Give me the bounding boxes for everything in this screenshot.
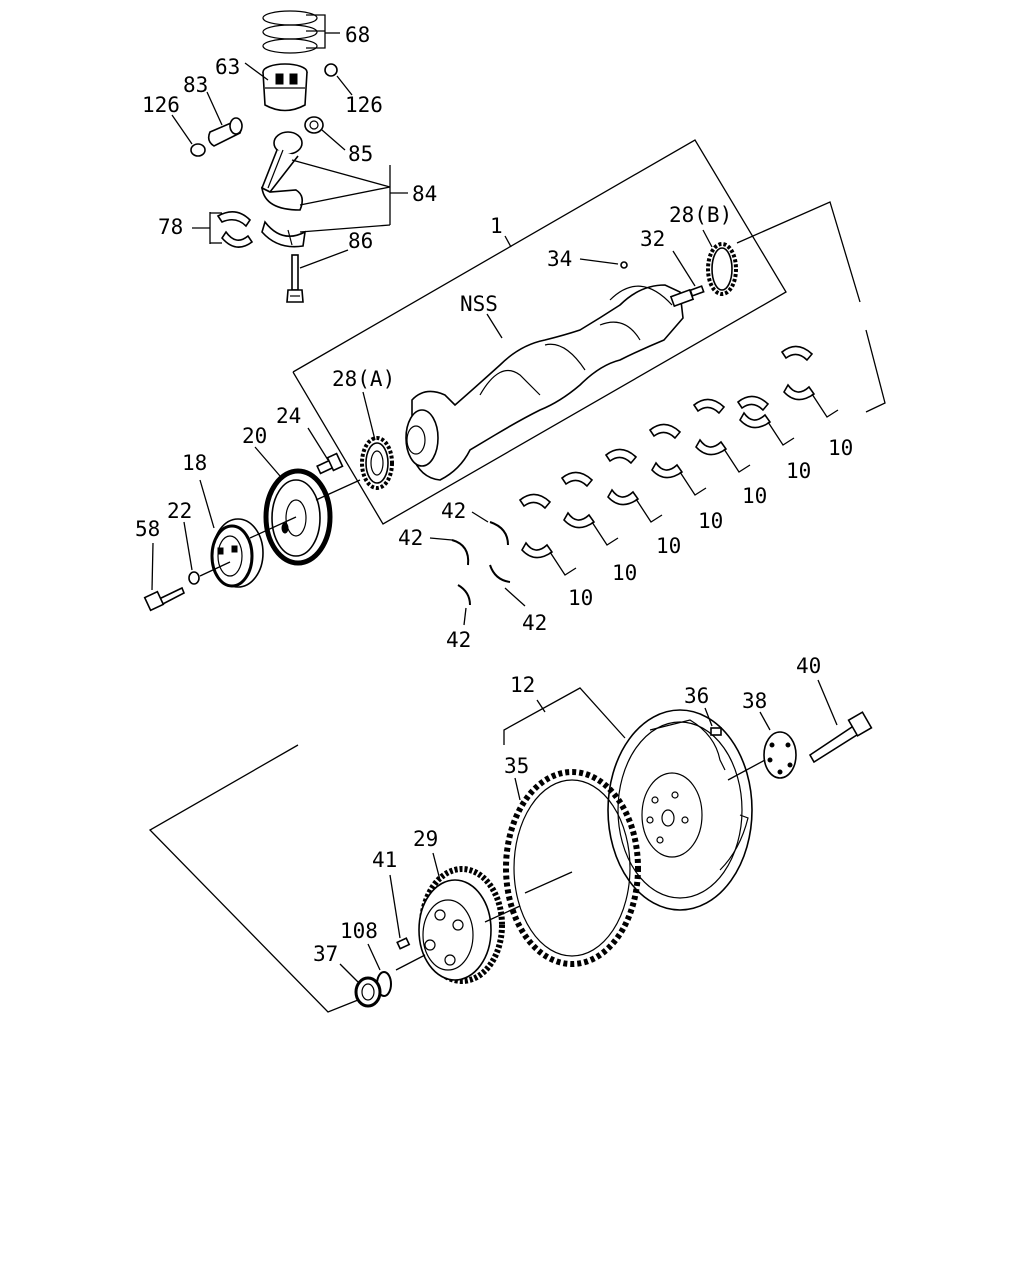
conrod-bolt [286, 254, 304, 303]
callout-10-b: 10 [568, 586, 593, 610]
piston-rings [262, 10, 318, 54]
callout-22: 22 [167, 499, 192, 523]
plate-38 [763, 731, 797, 779]
label-nss: NSS [460, 292, 498, 316]
snap-ring-left [190, 143, 206, 157]
callout-78: 78 [158, 215, 183, 239]
dowel-36 [710, 727, 722, 736]
callout-10-d: 10 [656, 534, 681, 558]
callout-28a: 28(A) [332, 367, 395, 391]
piston [262, 63, 308, 112]
callout-18: 18 [182, 451, 207, 475]
gear-28b [706, 242, 738, 296]
callout-63: 63 [215, 55, 240, 79]
thrust-washers [451, 521, 511, 606]
conrod-bearing-cap [261, 220, 307, 248]
callout-38: 38 [742, 689, 767, 713]
callout-42-a: 42 [441, 499, 466, 523]
callout-10-f: 10 [742, 484, 767, 508]
pin-32 [689, 285, 705, 297]
damper-20 [263, 468, 333, 566]
callout-83: 83 [183, 73, 208, 97]
callout-42-b: 42 [398, 526, 423, 550]
callout-36: 36 [684, 684, 709, 708]
crankshaft [405, 284, 695, 481]
callout-41: 41 [372, 848, 397, 872]
pulley-18 [210, 518, 264, 588]
main-bearings [518, 345, 839, 576]
callout-126-left: 126 [142, 93, 180, 117]
callout-10-e: 10 [698, 509, 723, 533]
connecting-rod-bushing [304, 116, 324, 134]
callout-29: 29 [413, 827, 438, 851]
callout-34: 34 [547, 247, 572, 271]
callout-24: 24 [276, 404, 301, 428]
callout-32: 32 [640, 227, 665, 251]
callout-12: 12 [510, 673, 535, 697]
gear-29 [418, 866, 505, 984]
bearing-pair-3 [604, 448, 663, 523]
washer-22 [188, 571, 200, 585]
flywheel [607, 709, 753, 911]
snap-ring-right [324, 63, 338, 77]
callout-10-g: 10 [786, 459, 811, 483]
pin-41 [396, 937, 411, 950]
callout-20: 20 [242, 424, 267, 448]
callout-10-c: 10 [612, 561, 637, 585]
callout-10-h: 10 [828, 436, 853, 460]
callout-108: 108 [340, 919, 378, 943]
piston-pin [207, 117, 243, 147]
callout-126-right: 126 [345, 93, 383, 117]
bolt-40 [808, 711, 873, 764]
callout-37: 37 [313, 942, 338, 966]
conrod-bearings [216, 211, 254, 248]
crankshaft-frame [292, 139, 787, 525]
callout-1: 1 [490, 214, 503, 238]
bearing-pair-7 [780, 345, 839, 418]
bearing-pair-2 [560, 471, 619, 546]
callout-42-c: 42 [522, 611, 547, 635]
bearing-pair-5 [692, 398, 751, 473]
bearing-37 [354, 976, 382, 1008]
callout-84: 84 [412, 182, 437, 206]
callout-35: 35 [504, 754, 529, 778]
callout-40: 40 [796, 654, 821, 678]
bearing-pair-1 [518, 493, 577, 576]
bearing-pair-4 [648, 423, 707, 496]
callout-28b: 28(B) [669, 203, 732, 227]
bolt-58 [143, 586, 186, 612]
ring-gear [503, 769, 641, 967]
callout-58: 58 [135, 517, 160, 541]
gear-28a [360, 436, 394, 490]
callout-42-d: 42 [446, 628, 471, 652]
callout-85: 85 [348, 142, 373, 166]
bolt-24 [316, 452, 344, 475]
plug-34 [620, 261, 628, 269]
callout-68: 68 [345, 23, 370, 47]
bearing-pair-6 [736, 395, 795, 446]
connecting-rod [260, 131, 304, 211]
callout-86: 86 [348, 229, 373, 253]
